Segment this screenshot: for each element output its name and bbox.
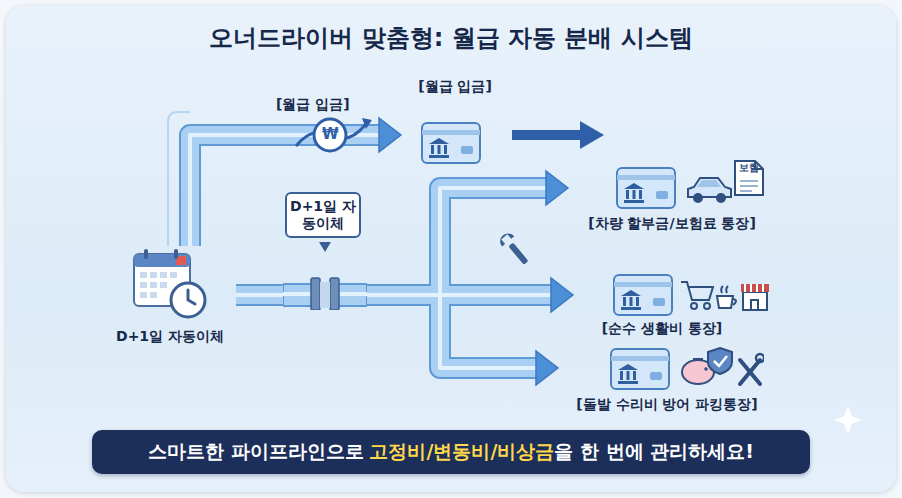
pipe-body: [190, 135, 381, 246]
account-label: [순수 생활비 통장]: [573, 320, 751, 338]
outgoing-arrow: [512, 130, 582, 140]
guide-line: [168, 112, 190, 246]
node-box: [돌발 수리비 방어 파킹통장]: [558, 344, 776, 418]
node-box: D+1일 자동이체: [104, 246, 236, 350]
label: 보험: [739, 161, 759, 175]
icon: [610, 348, 670, 390]
node-box: D+1일 자동이체: [283, 192, 367, 310]
icon: [130, 246, 210, 322]
icon: [679, 276, 771, 316]
account-label: D+1일 자동이체: [104, 328, 236, 346]
banner-text: 을 한 번에 관리하세요!: [554, 439, 754, 465]
node-box: 스마트한 파이프라인으로고정비/변동비/비상금을 한 번에 관리하세요!: [92, 430, 810, 474]
swoosh: [296, 124, 366, 146]
icon-graphic: [610, 348, 670, 390]
pipe-highlight: [190, 135, 381, 246]
icon-graphic: [130, 246, 210, 322]
label: [월급 입금]: [276, 96, 350, 114]
node-box: [월급 입금]: [401, 78, 509, 172]
node-box: [순수 생활비 통장]: [573, 266, 751, 336]
swoosh-head: [362, 118, 372, 129]
icon: [616, 167, 676, 209]
pipe-outline: [367, 188, 548, 295]
pipe-highlight: [367, 295, 538, 368]
icon: [678, 344, 764, 388]
account-label: [차량 할부금/보험료 통장]: [568, 215, 776, 233]
arrow-head: [551, 278, 573, 312]
pipe-body: [367, 295, 538, 368]
arrow-head: [546, 171, 568, 205]
coin: [314, 119, 346, 151]
pipe-outline: [236, 284, 283, 306]
icon: [421, 122, 481, 164]
icon-graphic: [616, 167, 676, 209]
icon: [684, 171, 734, 207]
pipe-highlight: [367, 188, 548, 295]
icon-graphic: [678, 344, 764, 388]
account-label: [월급 입금]: [401, 78, 509, 96]
pipe-body: [367, 188, 548, 295]
banner-text: 스마트한 파이프라인으로: [148, 439, 364, 465]
icon-graphic: [613, 274, 673, 316]
icon-graphic: [684, 171, 734, 207]
arrow-head: [536, 351, 558, 385]
arrow-head: [379, 118, 401, 152]
account-label: [돌발 수리비 방어 파킹통장]: [558, 396, 776, 414]
pipe-outline: [190, 135, 381, 246]
wrench-icon: [497, 230, 532, 268]
callout-text: D+1일 자동이체: [285, 192, 361, 238]
pipe-body: [236, 286, 283, 304]
title: 오너드라이버 맞춤형: 월급 자동 분배 시스템: [0, 22, 902, 54]
pipe-outline: [367, 295, 538, 368]
sparkle: [834, 406, 862, 434]
icon-graphic: [421, 122, 481, 164]
arrow-head: [580, 121, 604, 149]
pipe-highlight: [236, 293, 283, 297]
banner-text: 고정비/변동비/비상금: [369, 439, 554, 465]
icon-graphic: [283, 242, 367, 310]
label: ₩: [322, 125, 338, 143]
node-box: [차량 할부금/보험료 통장]: [568, 163, 776, 239]
icon: [283, 242, 367, 310]
icon: [613, 274, 673, 316]
icon-graphic: [679, 276, 771, 316]
